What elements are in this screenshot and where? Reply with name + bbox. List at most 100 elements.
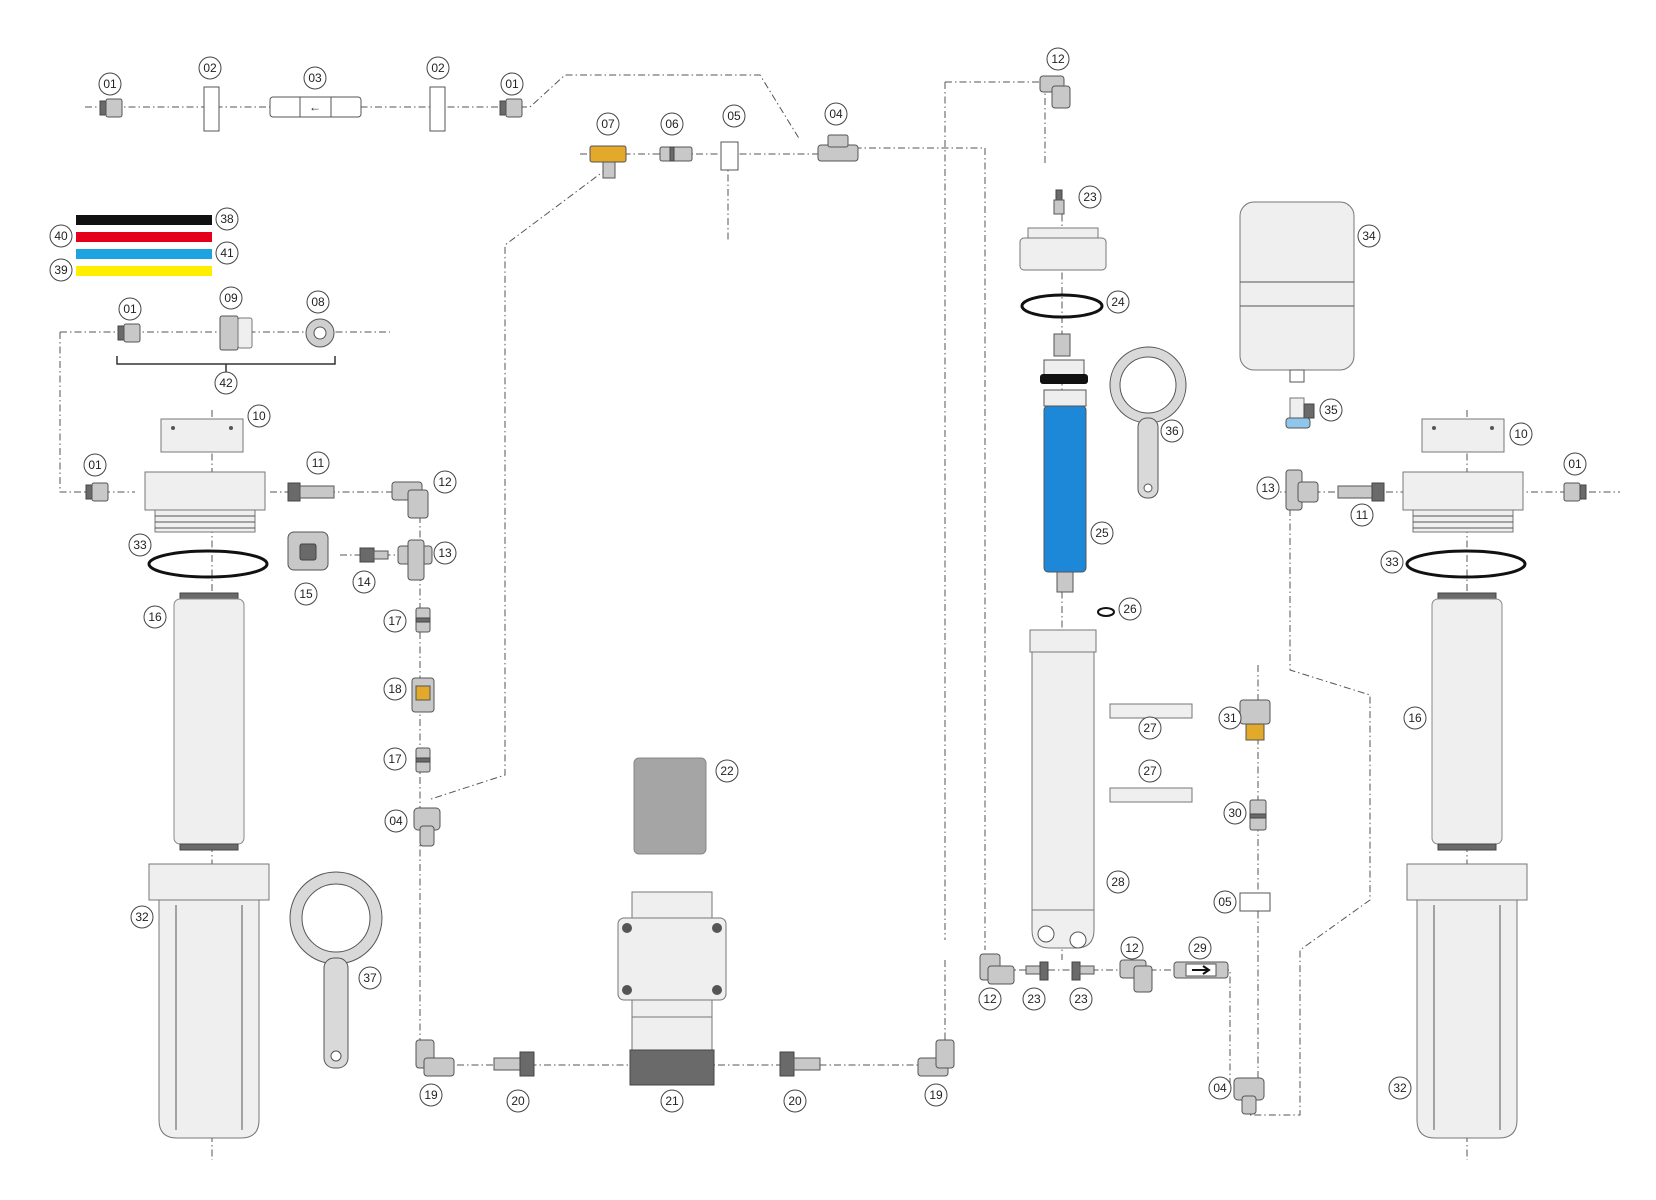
svg-text:18: 18 xyxy=(388,682,402,696)
callout-04-c: 04 xyxy=(1208,1076,1232,1100)
pump-21 xyxy=(617,891,727,1086)
svg-text:19: 19 xyxy=(424,1088,438,1102)
callout-01-b: 01 xyxy=(500,72,524,96)
callout-23-c: 23 xyxy=(1069,987,1093,1011)
callout-28: 28 xyxy=(1106,870,1130,894)
callout-19-a: 19 xyxy=(419,1083,443,1107)
membrane-cap xyxy=(1019,227,1107,271)
svg-text:41: 41 xyxy=(220,246,234,260)
callout-12-b: 12 xyxy=(433,470,457,494)
connection-lines xyxy=(59,74,1620,1160)
housing-32-right xyxy=(1406,863,1528,1139)
callout-01-e: 01 xyxy=(1563,452,1587,476)
oring-24 xyxy=(1020,293,1104,319)
wrench-37 xyxy=(289,871,383,1069)
svg-text:26: 26 xyxy=(1123,602,1137,616)
svg-text:06: 06 xyxy=(665,117,679,131)
connector-23-top xyxy=(1053,189,1065,215)
callout-09: 09 xyxy=(219,286,243,310)
housing-32-left xyxy=(148,863,270,1139)
callout-05-b: 05 xyxy=(1213,890,1237,914)
bracket-10-right xyxy=(1421,418,1505,453)
callout-07: 07 xyxy=(596,112,620,136)
callout-27-b: 27 xyxy=(1138,759,1162,783)
svg-text:20: 20 xyxy=(511,1094,525,1108)
callout-04-a: 04 xyxy=(824,102,848,126)
svg-text:←: ← xyxy=(309,100,321,114)
svg-text:36: 36 xyxy=(1165,424,1179,438)
tank-34 xyxy=(1239,201,1355,383)
svg-text:04: 04 xyxy=(1213,1081,1227,1095)
adapter-20-left xyxy=(493,1051,535,1077)
callout-11-b: 11 xyxy=(1350,503,1374,527)
svg-text:10: 10 xyxy=(1514,427,1528,441)
svg-text:21: 21 xyxy=(665,1094,679,1108)
callout-34: 34 xyxy=(1357,224,1381,248)
svg-text:05: 05 xyxy=(727,109,741,123)
svg-text:01: 01 xyxy=(88,458,102,472)
connector-06 xyxy=(659,146,693,162)
svg-text:15: 15 xyxy=(299,587,313,601)
callout-11-a: 11 xyxy=(306,451,330,475)
elbow-19-left xyxy=(415,1039,455,1077)
connector-17-lower xyxy=(415,747,431,773)
tubing-yellow-39 xyxy=(76,266,212,276)
callout-25: 25 xyxy=(1090,521,1114,545)
svg-text:07: 07 xyxy=(601,117,615,131)
svg-text:40: 40 xyxy=(54,229,68,243)
svg-text:24: 24 xyxy=(1111,295,1125,309)
callout-05-a: 05 xyxy=(722,104,746,128)
inlet-09 xyxy=(219,315,253,351)
svg-text:13: 13 xyxy=(438,546,452,560)
callout-23-a: 23 xyxy=(1078,185,1102,209)
membrane-25 xyxy=(1040,333,1088,593)
adapter-20-right xyxy=(779,1051,821,1077)
callout-10-a: 10 xyxy=(247,404,271,428)
callout-32-a: 32 xyxy=(130,905,154,929)
svg-text:28: 28 xyxy=(1111,875,1125,889)
callout-42: 42 xyxy=(214,371,238,395)
switch-15 xyxy=(287,531,329,571)
callout-20-b: 20 xyxy=(783,1089,807,1113)
svg-text:04: 04 xyxy=(389,814,403,828)
oring-33-left xyxy=(147,549,269,579)
svg-text:20: 20 xyxy=(788,1094,802,1108)
svg-text:27: 27 xyxy=(1143,764,1157,778)
connector-23-bottom-left xyxy=(1025,961,1049,981)
svg-text:16: 16 xyxy=(148,610,162,624)
svg-text:01: 01 xyxy=(123,302,137,316)
tee-04-top xyxy=(817,134,859,162)
callout-36: 36 xyxy=(1160,419,1184,443)
callout-22: 22 xyxy=(715,759,739,783)
callout-33-a: 33 xyxy=(128,533,152,557)
housing-cap-left xyxy=(144,471,266,533)
svg-text:12: 12 xyxy=(983,992,997,1006)
callout-21: 21 xyxy=(660,1089,684,1113)
svg-text:09: 09 xyxy=(224,291,238,305)
callout-12-d: 12 xyxy=(978,987,1002,1011)
callout-39: 39 xyxy=(49,258,73,282)
svg-text:16: 16 xyxy=(1408,711,1422,725)
svg-text:22: 22 xyxy=(720,764,734,778)
cartridge-16-left xyxy=(173,592,245,851)
oring-26 xyxy=(1097,607,1115,617)
clip-27-upper xyxy=(1109,703,1193,719)
elbow-19-right xyxy=(917,1039,955,1077)
oring-33-right xyxy=(1405,549,1527,579)
housing-28 xyxy=(1029,629,1097,949)
svg-text:01: 01 xyxy=(1568,457,1582,471)
connector-01-kit xyxy=(117,323,141,343)
svg-text:12: 12 xyxy=(438,475,452,489)
callout-17-b: 17 xyxy=(383,747,407,771)
kit-bracket-42 xyxy=(116,356,336,372)
callout-04-b: 04 xyxy=(384,809,408,833)
svg-text:29: 29 xyxy=(1193,941,1207,955)
callout-35: 35 xyxy=(1319,398,1343,422)
callout-32-b: 32 xyxy=(1388,1076,1412,1100)
wrench-36 xyxy=(1109,346,1187,499)
connector-01-top-right xyxy=(499,98,523,118)
connector-14 xyxy=(359,547,389,563)
callout-29: 29 xyxy=(1188,936,1212,960)
callout-23-b: 23 xyxy=(1022,987,1046,1011)
